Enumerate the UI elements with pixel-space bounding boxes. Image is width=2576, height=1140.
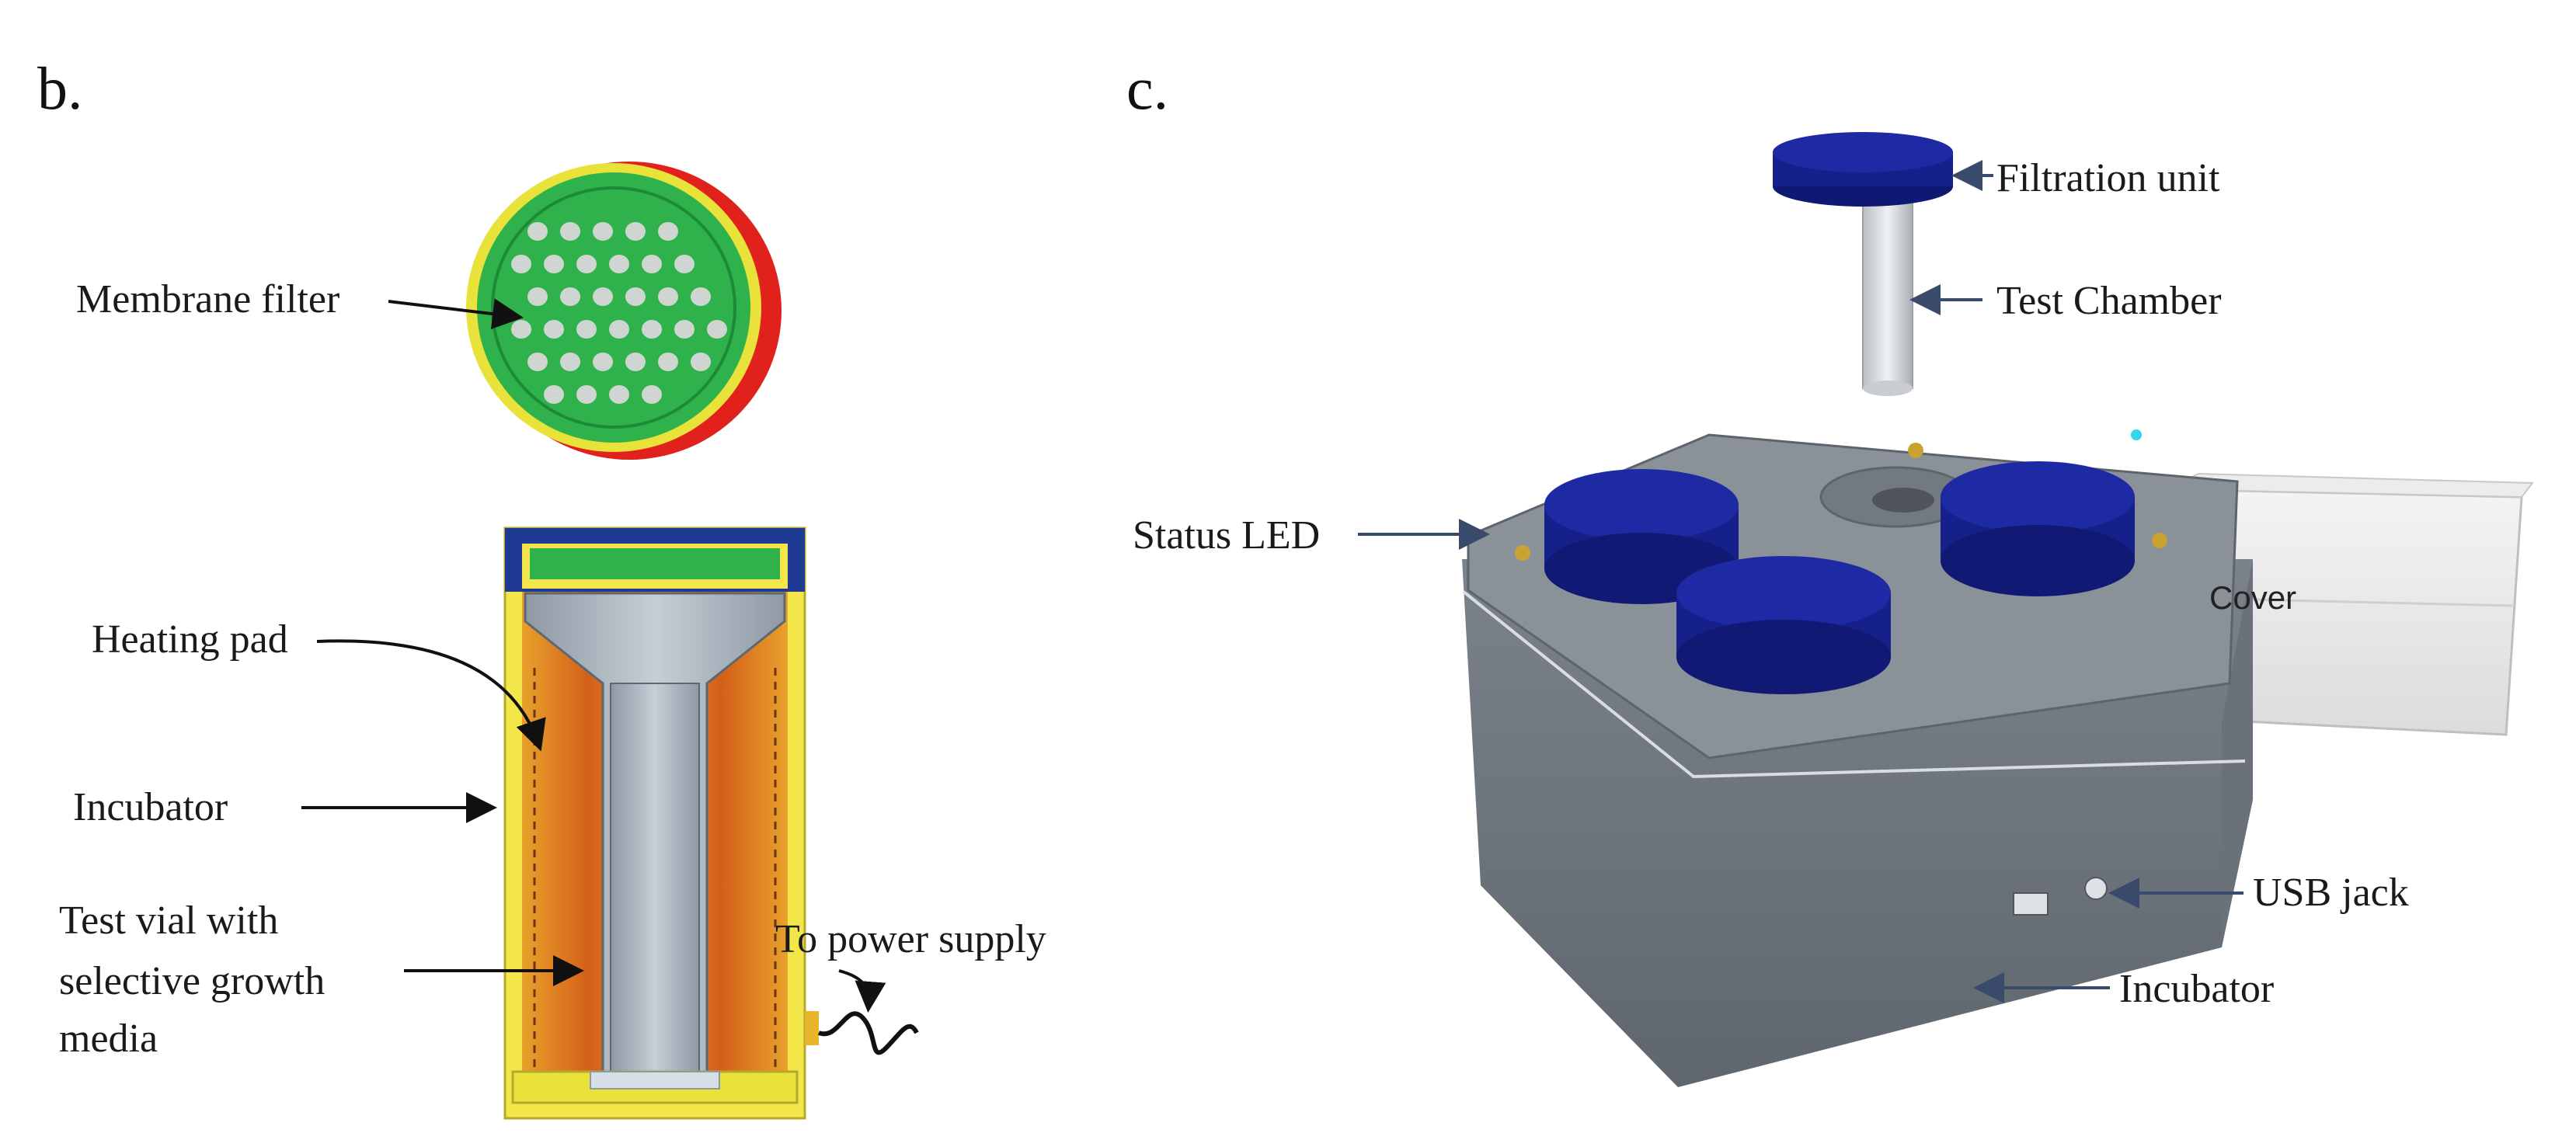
callout-membrane-filter: Membrane filter: [76, 277, 339, 321]
callout-test-chamber: Test Chamber: [1996, 279, 2222, 323]
filter-hole: [691, 287, 711, 306]
filter-hole: [544, 255, 564, 273]
callout-cover: Cover: [2209, 579, 2296, 616]
callout-filtration-unit: Filtration unit: [1996, 156, 2220, 200]
filter-hole: [658, 222, 678, 241]
filter-hole: [527, 287, 548, 306]
callout-heating-pad: Heating pad: [92, 617, 288, 662]
filter-hole: [511, 320, 531, 339]
filter-hole: [658, 353, 678, 371]
filter-hole: [527, 353, 548, 371]
filter-hole: [609, 255, 629, 273]
callout-incubator-b: Incubator: [73, 785, 228, 829]
filter-hole: [576, 385, 597, 404]
filter-hole: [576, 255, 597, 273]
panel-c: c.: [1126, 54, 2535, 1087]
filter-hole: [593, 222, 613, 241]
panel-c-label: c.: [1126, 54, 1168, 122]
callout-test-vial-line2: selective growth: [59, 959, 325, 1003]
filter-hole: [625, 222, 646, 241]
filter-hole: [527, 222, 548, 241]
incubator-wells: [1544, 461, 2135, 694]
filter-hole: [691, 353, 711, 371]
filter-hole: [625, 287, 646, 306]
filter-hole: [609, 385, 629, 404]
filter-hole: [576, 320, 597, 339]
callout-status-led: Status LED: [1133, 513, 1320, 558]
filter-holes: [511, 222, 727, 404]
callout-test-vial-line3: media: [59, 1017, 158, 1061]
callout-incubator-c: Incubator: [2119, 967, 2274, 1011]
filter-hole: [560, 353, 580, 371]
callout-usb-jack: USB jack: [2253, 871, 2409, 915]
filter-hole: [593, 353, 613, 371]
callout-test-vial-line1: Test vial with: [59, 898, 278, 943]
filter-hole: [674, 320, 694, 339]
filter-hole: [544, 320, 564, 339]
filter-hole: [609, 320, 629, 339]
panel-b-label: b.: [37, 54, 83, 122]
vial-cross-section: [503, 527, 919, 1120]
filter-hole: [625, 353, 646, 371]
filter-hole: [674, 255, 694, 273]
filter-hole: [642, 320, 662, 339]
filter-hole: [593, 287, 613, 306]
filter-hole: [560, 222, 580, 241]
filter-hole: [511, 255, 531, 273]
callout-power-supply: To power supply: [775, 917, 1046, 961]
filter-hole: [560, 287, 580, 306]
filter-hole: [544, 385, 564, 404]
panel-b: b.: [37, 54, 1046, 1120]
filter-hole: [707, 320, 727, 339]
incubator-box: [1462, 429, 2253, 1087]
filter-hole: [642, 385, 662, 404]
filter-hole: [642, 255, 662, 273]
filter-hole: [658, 287, 678, 306]
membrane-filter-illustration: [466, 162, 782, 460]
filtration-assembly: [1773, 132, 1953, 396]
